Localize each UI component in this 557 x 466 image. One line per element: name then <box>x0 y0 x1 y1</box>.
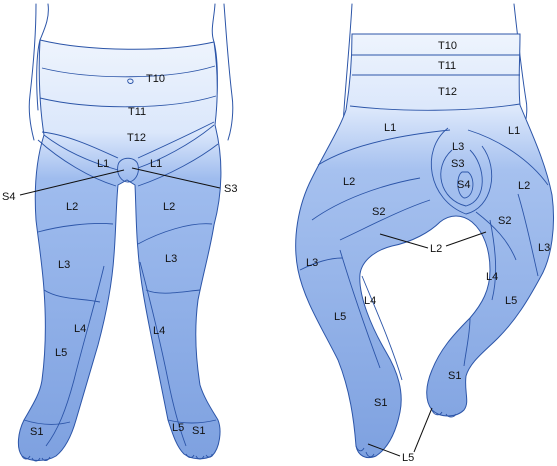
front-label-l2-left: L2 <box>163 201 175 213</box>
back-l2-s2-left <box>311 177 421 221</box>
front-label-l3-right: L3 <box>58 259 70 271</box>
front-groin-right <box>137 124 215 169</box>
back-label-l2-callout: L2 <box>430 243 442 255</box>
front-genital-outline <box>117 157 139 183</box>
back-l3-l4-left <box>299 257 343 271</box>
back-label-l1-right: L1 <box>508 125 520 137</box>
back-label-t12: T12 <box>438 86 457 98</box>
front-label-l3-left: L3 <box>165 253 177 265</box>
front-label-s3: S3 <box>224 183 237 195</box>
back-l4-l5-left <box>339 249 381 369</box>
front-l2-l3-line <box>37 223 213 245</box>
back-l2-leader-left <box>379 233 429 249</box>
front-label-l1-right: L1 <box>97 158 109 170</box>
back-label-l5-callout: L5 <box>402 452 414 464</box>
back-l5-leader-left <box>367 443 401 457</box>
back-sacral-ring-s3 <box>440 149 483 207</box>
back-label-l4-right: L4 <box>486 271 498 283</box>
front-label-l4-left: L4 <box>153 325 165 337</box>
back-label-l5-right: L5 <box>505 295 517 307</box>
front-label-l5-left: L5 <box>172 422 184 434</box>
front-label-t12: T12 <box>127 132 146 144</box>
back-l1-l2-left <box>317 129 451 166</box>
back-label-s1-right: S1 <box>448 370 461 382</box>
front-navel <box>127 78 134 84</box>
front-l3-l4-left-leg <box>145 289 201 294</box>
front-l4-l5-right-leg <box>45 265 105 447</box>
front-label-s1-right: S1 <box>30 426 43 438</box>
front-right-arm <box>223 3 234 141</box>
front-l4-l5-left-leg <box>139 261 187 447</box>
back-l5-leader-right <box>413 407 433 453</box>
anterior-view: T10 T11 T12 L1 L1 S4 S3 L2 L2 L3 L3 L4 L… <box>2 3 237 462</box>
front-toes-left <box>185 453 213 460</box>
front-label-s4: S4 <box>2 191 15 203</box>
back-label-s1-left: S1 <box>374 397 387 409</box>
front-groin-left <box>43 134 119 171</box>
back-label-l4-left: L4 <box>364 295 376 307</box>
back-s2-band-left <box>339 199 431 241</box>
back-l5-s1-right <box>463 317 471 367</box>
back-l4-l5-right <box>489 219 497 301</box>
back-lower-body <box>295 33 554 459</box>
back-sacral-ring-s4 <box>457 171 474 199</box>
front-l1-l2-line <box>37 139 219 187</box>
back-l1-l2-right <box>467 129 549 186</box>
back-l5-s1-left <box>361 275 403 381</box>
back-label-s2-left: S2 <box>372 206 385 218</box>
front-t10-t11-line <box>41 65 216 78</box>
back-l2-l3-right <box>517 193 539 277</box>
back-label-l1-left: L1 <box>384 122 396 134</box>
front-label-l1-left: L1 <box>150 158 162 170</box>
back-label-l5-left: L5 <box>334 311 346 323</box>
front-label-t10: T10 <box>146 73 165 85</box>
back-toes-left <box>355 445 375 458</box>
front-s3-leader <box>131 167 221 189</box>
front-label-l4-right: L4 <box>74 323 86 335</box>
back-label-s2-right: S2 <box>498 215 511 227</box>
back-toes-right <box>431 409 457 418</box>
front-toes-right <box>21 455 51 462</box>
front-foot-line-right <box>23 419 71 425</box>
front-label-s1-left: S1 <box>192 425 205 437</box>
front-t12-l1-line <box>41 121 215 159</box>
back-label-l2-left: L2 <box>343 176 355 188</box>
back-label-s4: S4 <box>457 179 470 191</box>
back-label-t10: T10 <box>438 40 457 52</box>
front-left-arm <box>28 3 37 141</box>
back-l2-leader-right <box>445 231 487 247</box>
back-label-l3-top: L3 <box>452 141 464 153</box>
back-s2-band-right <box>475 211 517 261</box>
back-label-t11: T11 <box>438 60 456 72</box>
back-label-l3-left: L3 <box>306 257 318 269</box>
front-label-l2-right: L2 <box>66 201 78 213</box>
front-label-t11: T11 <box>128 106 146 118</box>
front-s4-leader <box>19 169 125 196</box>
back-sacral-rings <box>430 127 493 215</box>
posterior-view: T10 T11 T12 L1 L1 L3 S3 S4 L2 L2 S2 S2 L… <box>295 3 554 464</box>
front-foot-line-left <box>167 419 217 424</box>
front-lower-body <box>17 39 222 461</box>
back-label-s3: S3 <box>451 158 464 170</box>
back-t12-l1-line <box>349 103 521 111</box>
back-label-l3-right: L3 <box>538 242 550 254</box>
front-label-l5-right: L5 <box>55 347 67 359</box>
back-label-l2-right: L2 <box>518 180 530 192</box>
front-t11-t12-line <box>39 95 217 108</box>
